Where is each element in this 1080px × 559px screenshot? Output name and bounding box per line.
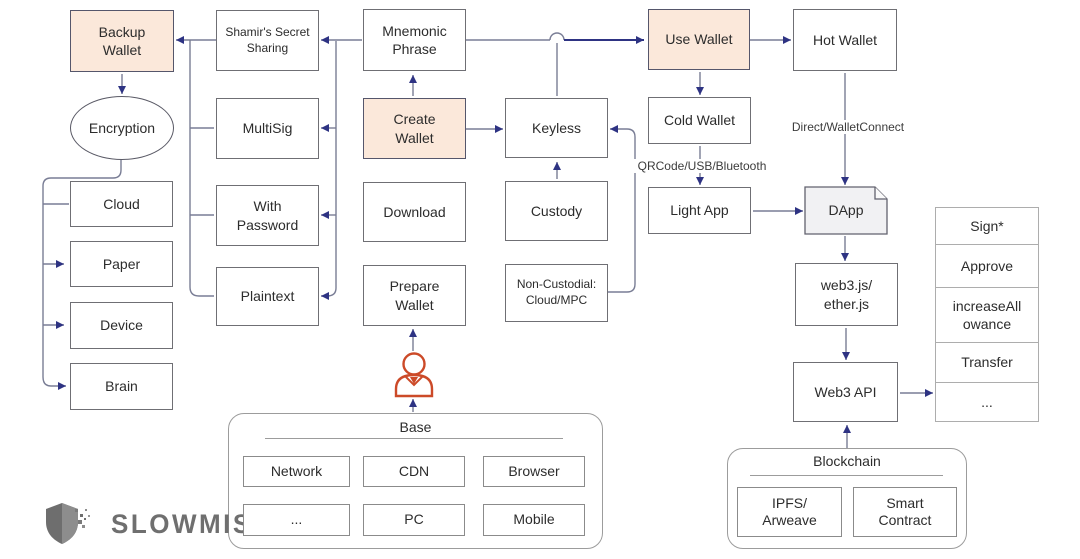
dapp-document-shape: [804, 186, 888, 235]
person-icon: [394, 352, 434, 398]
node-multisig: MultiSig: [216, 98, 319, 159]
stack-item-more: ...: [935, 382, 1039, 422]
node-hot-wallet: Hot Wallet: [793, 9, 897, 71]
slowmist-shield-icon: [46, 503, 90, 544]
blockchain-divider: [750, 475, 943, 476]
node-mnemonic-phrase: Mnemonic Phrase: [363, 9, 466, 71]
node-with-password: With Password: [216, 185, 319, 246]
slowmist-logo-text: SLOWMIST: [111, 508, 272, 539]
base-title: Base: [399, 419, 432, 435]
slowmist-logo: SLOWMIST: [44, 502, 271, 546]
edge-label-direct-walletconnect: Direct/WalletConnect: [782, 120, 914, 135]
node-web3-libs: web3.js/ ether.js: [795, 263, 898, 326]
stack-item-sign: Sign*: [935, 207, 1039, 245]
edge-label-qrcode-usb-bluetooth: QRCode/USB/Bluetooth: [628, 159, 776, 174]
node-light-app: Light App: [648, 187, 751, 234]
node-cloud: Cloud: [70, 181, 173, 227]
stack-item-approve: Approve: [935, 244, 1039, 288]
node-encryption: Encryption: [70, 96, 174, 160]
node-plaintext: Plaintext: [216, 267, 319, 326]
blockchain-item-smart-contract: Smart Contract: [853, 487, 957, 537]
node-brain: Brain: [70, 363, 173, 410]
node-non-custodial: Non-Custodial: Cloud/MPC: [505, 264, 608, 322]
base-item-browser: Browser: [483, 456, 585, 487]
base-item-mobile: Mobile: [483, 504, 585, 536]
node-cold-wallet: Cold Wallet: [648, 97, 751, 144]
base-item-network: Network: [243, 456, 350, 487]
node-use-wallet: Use Wallet: [648, 9, 750, 70]
base-item-cdn: CDN: [363, 456, 465, 487]
node-dapp: DApp: [828, 202, 864, 219]
node-prepare-wallet: Prepare Wallet: [363, 265, 466, 326]
node-device: Device: [70, 302, 173, 349]
node-keyless: Keyless: [505, 98, 608, 158]
base-item-more: ...: [243, 504, 350, 536]
node-custody: Custody: [505, 181, 608, 241]
node-shamirs-secret-sharing: Shamir's Secret Sharing: [216, 10, 319, 71]
node-create-wallet: Create Wallet: [363, 98, 466, 159]
node-paper: Paper: [70, 241, 173, 287]
stack-item-increaseallowance: increaseAll owance: [935, 287, 1039, 343]
blockchain-item-ipfs-arweave: IPFS/ Arweave: [737, 487, 842, 537]
stack-item-transfer: Transfer: [935, 342, 1039, 383]
node-download: Download: [363, 182, 466, 242]
node-web3-api: Web3 API: [793, 362, 898, 422]
base-divider: [265, 438, 563, 439]
base-item-pc: PC: [363, 504, 465, 536]
blockchain-title: Blockchain: [813, 453, 881, 469]
node-backup-wallet: Backup Wallet: [70, 10, 174, 72]
